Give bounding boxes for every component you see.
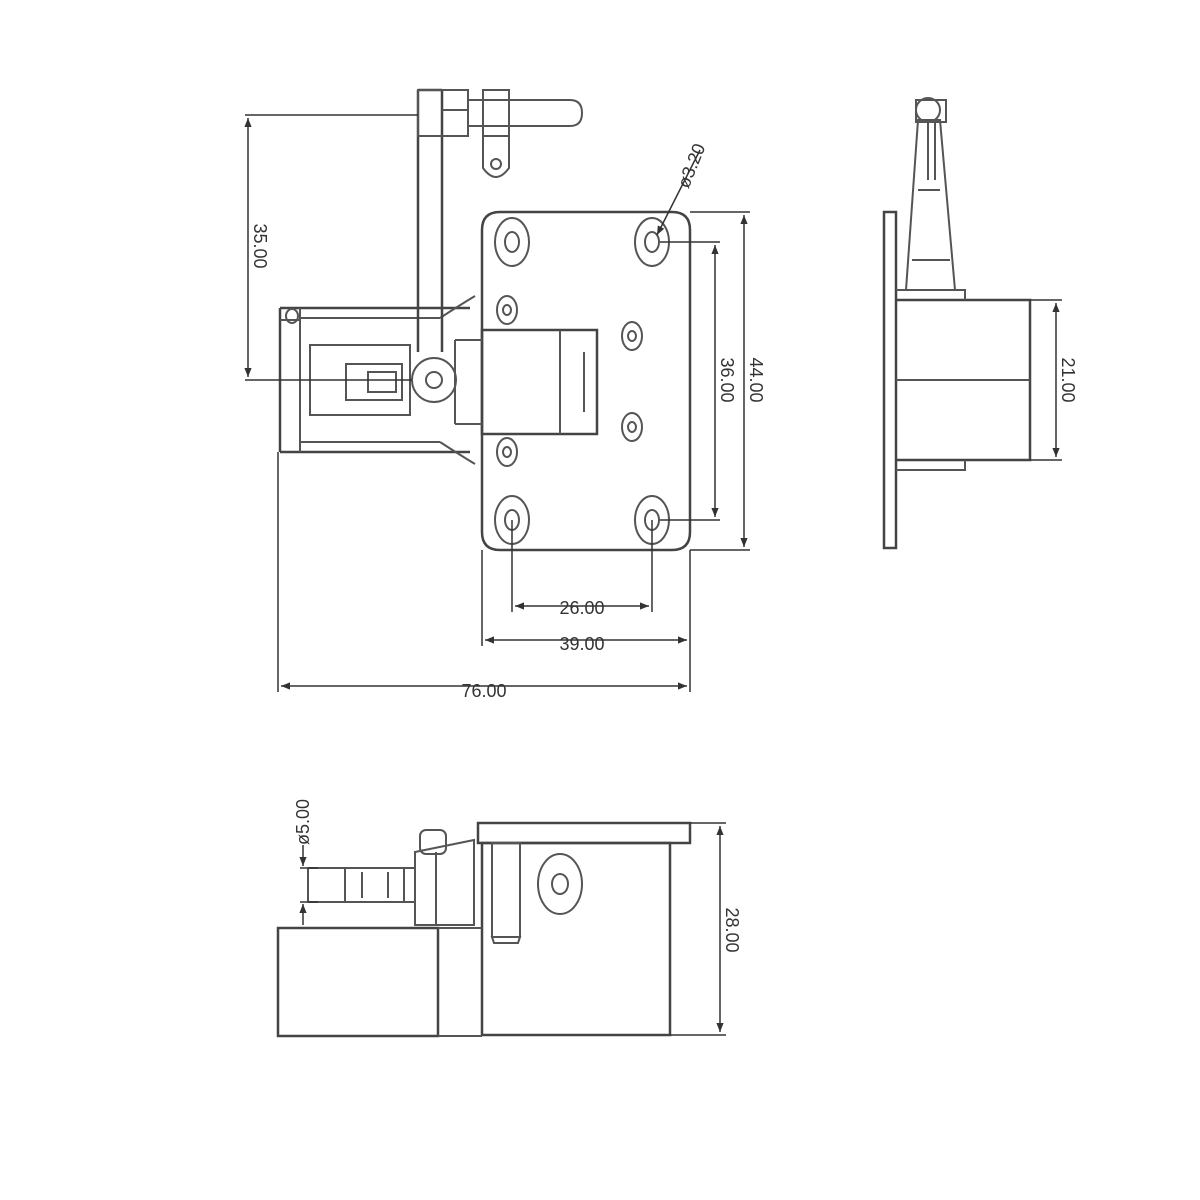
- dimension-hole-diameter: ø3.20: [656, 141, 710, 236]
- dimension-shaft-diameter: ø5.00: [293, 799, 318, 925]
- front-view: ø5.00 28.00: [276, 799, 742, 1038]
- dimension-39: 39.00: [481, 550, 691, 692]
- mounting-hole-top-left: [494, 217, 530, 267]
- dimension-label-shaft-diameter: ø5.00: [293, 799, 313, 845]
- dimension-label-36: 36.00: [717, 357, 737, 402]
- front-flange: [476, 821, 692, 845]
- dimension-26: 26.00: [511, 520, 653, 618]
- dimension-label-39: 39.00: [559, 634, 604, 654]
- dimension-label-hole-diameter: ø3.20: [674, 141, 710, 191]
- top-view: 35.00 ø3.20 36.00 44.00 26.00: [244, 88, 766, 701]
- small-hole: [621, 321, 643, 351]
- dimension-label-21: 21.00: [1058, 357, 1078, 402]
- dimension-label-26: 26.00: [559, 598, 604, 618]
- dimension-label-76: 76.00: [461, 681, 506, 701]
- dimension-label-35: 35.00: [250, 223, 270, 268]
- front-gear-hole: [537, 853, 583, 915]
- output-housing: [480, 328, 599, 436]
- side-flange: [882, 210, 898, 550]
- side-view: 21.00: [882, 97, 1078, 550]
- small-hole: [496, 437, 518, 467]
- pivot-circle: [411, 357, 457, 403]
- front-shaft: [307, 867, 415, 903]
- front-coupling: [414, 838, 475, 926]
- side-lever: [905, 119, 956, 291]
- dimension-36: 36.00: [660, 241, 737, 521]
- small-hole: [621, 412, 643, 442]
- side-pivot: [915, 97, 941, 123]
- mounting-plate: [480, 210, 692, 552]
- dimension-44: 44.00: [690, 211, 766, 551]
- clevis-eye: [482, 136, 510, 178]
- small-hole: [496, 295, 518, 325]
- dimension-76: 76.00: [277, 452, 687, 701]
- dimension-label-28: 28.00: [722, 907, 742, 952]
- switch-box: [345, 363, 403, 401]
- dimension-21: 21.00: [1030, 299, 1078, 461]
- shaft-pin: [468, 99, 584, 127]
- dimension-35: 35.00: [244, 114, 418, 381]
- dimension-label-44: 44.00: [746, 357, 766, 402]
- front-motor: [276, 926, 440, 1038]
- front-body: [480, 841, 672, 1037]
- dimension-28: 28.00: [670, 822, 742, 1036]
- lever-arm: [416, 88, 444, 352]
